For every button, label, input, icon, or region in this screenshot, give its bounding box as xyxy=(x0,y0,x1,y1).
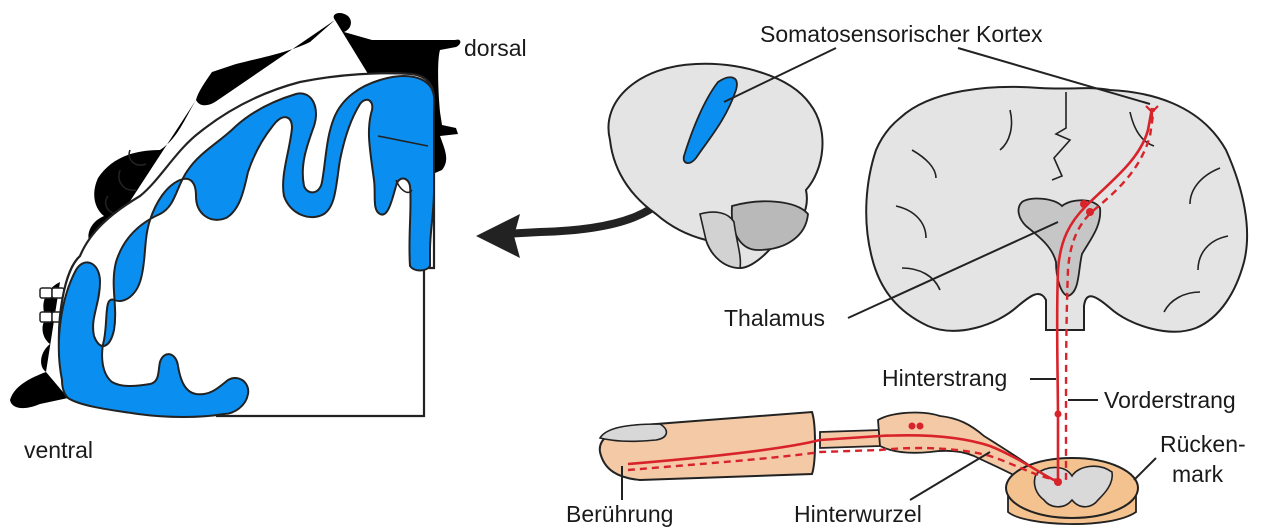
label-dorsal-root: Hinterwurzel xyxy=(794,501,922,527)
label-touch: Berührung xyxy=(566,501,673,527)
label-spinal-cord-line1: Rücken- xyxy=(1160,431,1246,457)
fingernail xyxy=(600,424,666,441)
label-dorsal: dorsal xyxy=(464,35,527,61)
label-thalamus: Thalamus xyxy=(724,305,825,331)
dorsal-root-ganglion xyxy=(878,413,1036,484)
cerebellum xyxy=(732,201,808,250)
label-somatosensory-cortex: Somatosensorischer Kortex xyxy=(760,21,1043,47)
label-spinal-cord-line2: mark xyxy=(1172,461,1224,487)
label-ventral: ventral xyxy=(24,437,93,463)
leader-dorsal-root xyxy=(910,452,990,500)
arrow-head xyxy=(476,214,520,258)
homunculus-section: dorsal ventral xyxy=(10,13,527,463)
leader-spinal-cord xyxy=(1134,458,1156,480)
label-dorsal-column: Hinterstrang xyxy=(882,365,1007,391)
lateral-brain xyxy=(608,64,822,268)
label-ventral-column: Vorderstrang xyxy=(1104,387,1236,413)
spinal-cord xyxy=(1006,458,1138,524)
